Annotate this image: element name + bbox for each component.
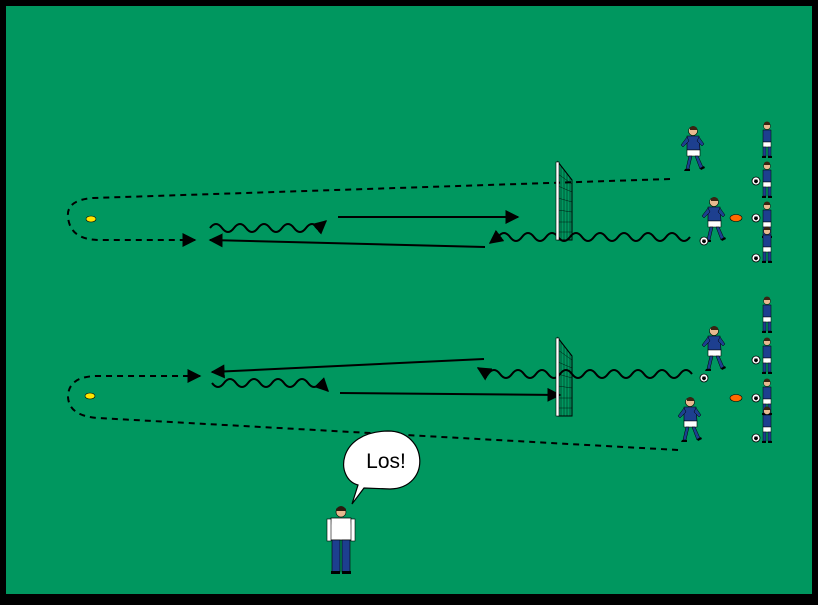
speech-bubble-text: Los!	[366, 450, 406, 473]
yellow-cone	[84, 392, 96, 400]
yellow-cone	[85, 215, 97, 223]
run-path-dashed	[66, 369, 679, 451]
return-arrow	[210, 358, 485, 379]
dribble-path-wavy-right	[488, 229, 691, 244]
pass-arrow	[339, 387, 562, 402]
return-arrow	[208, 233, 486, 248]
drill-top	[66, 121, 773, 264]
dribble-path-wavy	[209, 220, 328, 235]
dribble-path-wavy-right	[476, 367, 693, 381]
coach	[326, 506, 356, 574]
speech-bubble: Los!	[343, 430, 421, 505]
orange-cone	[729, 394, 743, 402]
orange-cone	[729, 214, 743, 222]
dribble-path-wavy	[211, 377, 329, 392]
ball	[699, 373, 709, 383]
ball	[699, 236, 709, 246]
run-path-dashed	[66, 178, 671, 247]
drill-bottom	[66, 296, 773, 451]
